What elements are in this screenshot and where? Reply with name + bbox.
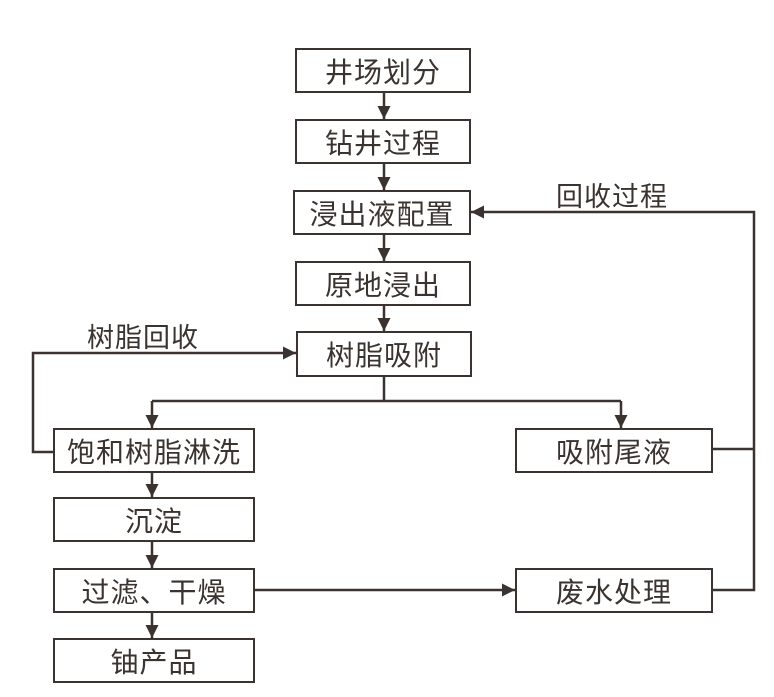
node-saturated-resin-elution: 饱和树脂淋洗 [53, 428, 255, 473]
node-precipitation: 沉淀 [53, 497, 255, 542]
node-leaching-solution-preparation: 浸出液配置 [293, 190, 471, 235]
node-drilling-process: 钻井过程 [295, 119, 471, 164]
node-filtration-drying: 过滤、干燥 [53, 568, 255, 613]
node-in-situ-leaching: 原地浸出 [295, 261, 471, 306]
node-uranium-product: 铀产品 [53, 638, 255, 683]
node-wastewater-treatment: 废水处理 [515, 568, 713, 613]
edge-label-resin-recovery: 树脂回收 [87, 323, 199, 353]
node-resin-adsorption: 树脂吸附 [296, 331, 472, 377]
node-well-site-division: 井场划分 [295, 48, 471, 93]
node-adsorption-tail-liquid: 吸附尾液 [515, 428, 713, 473]
edge-label-recovery-process: 回收过程 [556, 182, 668, 212]
